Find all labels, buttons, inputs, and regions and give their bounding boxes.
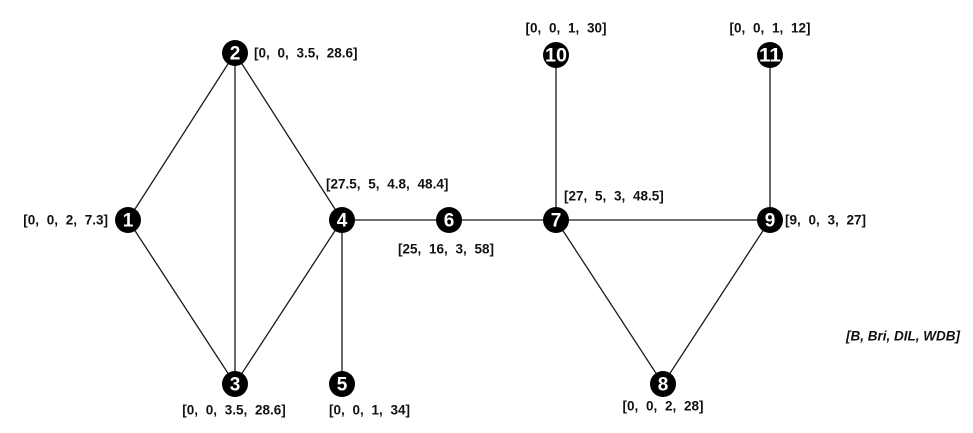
node-2: 2 xyxy=(222,40,248,66)
node-label-3: [0, 0, 3.5, 28.6] xyxy=(182,403,286,418)
node-circle xyxy=(222,40,248,66)
node-labels: [0, 0, 2, 7.3] [0, 0, 3.5, 28.6] [0, 0, … xyxy=(23,21,866,418)
node-id: 2 xyxy=(230,44,241,65)
edge-7-8 xyxy=(555,219,664,385)
node-id: 10 xyxy=(545,46,567,67)
legend: [B, Bri, DIL, WDB] xyxy=(845,329,960,344)
node-circle xyxy=(543,207,569,233)
node-label-10: [0, 0, 1, 30] xyxy=(525,21,606,36)
node-id: 8 xyxy=(658,375,669,396)
node-circle xyxy=(757,207,783,233)
node-label-1: [0, 0, 2, 7.3] xyxy=(23,213,108,228)
node-circle xyxy=(436,207,462,233)
node-circle xyxy=(543,42,569,68)
nodes: 1 2 3 4 5 6 7 8 9 10 11 xyxy=(115,40,783,397)
node-circle xyxy=(222,371,248,397)
node-label-5: [0, 0, 1, 34] xyxy=(329,403,410,418)
node-id: 7 xyxy=(551,211,562,232)
node-id: 5 xyxy=(337,375,348,396)
node-label-4: [27.5, 5, 4.8, 48.4] xyxy=(326,177,448,192)
node-6: 6 xyxy=(436,207,462,233)
node-circle xyxy=(329,371,355,397)
node-circle xyxy=(329,207,355,233)
node-circle xyxy=(650,371,676,397)
node-3: 3 xyxy=(222,371,248,397)
node-id: 9 xyxy=(765,211,776,232)
node-9: 9 xyxy=(757,207,783,233)
node-id: 11 xyxy=(759,46,781,67)
node-label-8: [0, 0, 2, 28] xyxy=(622,399,703,414)
node-4: 4 xyxy=(329,207,355,233)
edges xyxy=(127,52,771,385)
node-label-9: [9, 0, 3, 27] xyxy=(785,213,866,228)
node-id: 3 xyxy=(230,375,241,396)
node-circle xyxy=(757,42,783,68)
node-id: 4 xyxy=(337,211,348,232)
node-5: 5 xyxy=(329,371,355,397)
node-circle xyxy=(115,207,141,233)
node-id: 6 xyxy=(444,211,455,232)
node-id: 1 xyxy=(123,211,134,232)
node-label-6: [25, 16, 3, 58] xyxy=(398,242,494,257)
node-10: 10 xyxy=(543,42,569,68)
node-label-2: [0, 0, 3.5, 28.6] xyxy=(254,46,358,61)
edge-1-3 xyxy=(127,219,236,385)
edge-2-4 xyxy=(234,52,343,221)
node-1: 1 xyxy=(115,207,141,233)
node-7: 7 xyxy=(543,207,569,233)
edge-8-9 xyxy=(662,219,771,385)
edge-1-2 xyxy=(127,52,236,221)
node-11: 11 xyxy=(757,42,783,68)
node-8: 8 xyxy=(650,371,676,397)
edge-3-4 xyxy=(234,219,343,385)
node-label-7: [27, 5, 3, 48.5] xyxy=(564,189,664,204)
node-label-11: [0, 0, 1, 12] xyxy=(729,21,810,36)
